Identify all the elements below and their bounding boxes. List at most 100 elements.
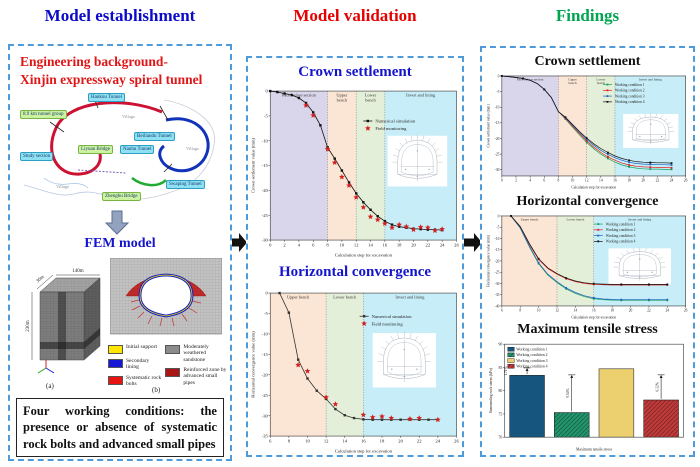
fem-legend-swatch bbox=[165, 345, 181, 354]
svg-text:Working condition 2: Working condition 2 bbox=[615, 89, 645, 93]
svg-text:Working condition 3: Working condition 3 bbox=[516, 359, 547, 363]
svg-text:Upper: Upper bbox=[568, 77, 577, 81]
svg-text:Working condition 3: Working condition 3 bbox=[615, 94, 645, 98]
svg-text:10: 10 bbox=[537, 309, 541, 313]
svg-text:Lower: Lower bbox=[365, 93, 377, 98]
svg-text:-15: -15 bbox=[495, 121, 500, 125]
svg-text:Surrounding rock stress (kPa): Surrounding rock stress (kPa) bbox=[489, 367, 493, 413]
svg-text:0: 0 bbox=[498, 214, 500, 218]
svg-text:14: 14 bbox=[574, 309, 578, 313]
svg-text:-25: -25 bbox=[262, 213, 269, 218]
findings-crown-settlement-heading: Crown settlement bbox=[534, 54, 641, 69]
svg-text:-15: -15 bbox=[495, 248, 500, 252]
svg-text:80: 80 bbox=[499, 389, 503, 393]
svg-text:12: 12 bbox=[585, 179, 589, 183]
flow-arrow-2 bbox=[463, 233, 482, 252]
engineering-background-title: Engineering background- Xinjin expresswa… bbox=[20, 53, 202, 88]
svg-text:-25: -25 bbox=[262, 393, 269, 398]
svg-text:24: 24 bbox=[665, 309, 669, 313]
svg-text:Calculation step for excavatio: Calculation step for excavation bbox=[335, 449, 393, 454]
svg-text:20: 20 bbox=[641, 179, 645, 183]
svg-text:Invert and lining: Invert and lining bbox=[639, 77, 662, 81]
svg-text:24: 24 bbox=[436, 439, 441, 444]
fem-legend-item: Secondary lining bbox=[108, 358, 161, 371]
svg-text:Lower: Lower bbox=[596, 77, 606, 81]
svg-text:Horizontal convergence value (: Horizontal convergence value (mm) bbox=[251, 331, 256, 398]
svg-text:2: 2 bbox=[515, 179, 517, 183]
svg-text:-5: -5 bbox=[496, 90, 499, 94]
working-conditions-note: Four working conditions: the presence or… bbox=[16, 398, 224, 457]
svg-text:-25: -25 bbox=[495, 271, 500, 275]
svg-text:-10: -10 bbox=[495, 106, 500, 110]
svg-text:Upper bench: Upper bench bbox=[521, 217, 539, 221]
svg-text:Numerical simulation: Numerical simulation bbox=[372, 314, 413, 319]
header-model-validation: Model validation bbox=[293, 6, 417, 25]
svg-text:Calculation step for excavatio: Calculation step for excavation bbox=[571, 316, 616, 320]
svg-text:-5: -5 bbox=[264, 311, 269, 316]
svg-text:Face before section: Face before section bbox=[517, 77, 544, 81]
svg-text:24: 24 bbox=[440, 243, 445, 248]
svg-text:-5: -5 bbox=[264, 114, 269, 119]
svg-text:-10: -10 bbox=[262, 138, 269, 143]
svg-text:22: 22 bbox=[417, 439, 422, 444]
fem-legend-label: Moderately weathered sandstone bbox=[183, 344, 209, 363]
svg-text:Working condition 2: Working condition 2 bbox=[516, 353, 547, 357]
svg-text:Working condition 4: Working condition 4 bbox=[615, 100, 645, 104]
svg-text:75: 75 bbox=[499, 412, 503, 416]
svg-text:8: 8 bbox=[558, 179, 560, 183]
svg-text:-30: -30 bbox=[495, 282, 500, 286]
svg-text:0: 0 bbox=[269, 243, 272, 248]
map-label-chip: Study section bbox=[20, 152, 54, 162]
fem-legend-item: Systematic rock bolts bbox=[108, 375, 161, 388]
svg-text:18: 18 bbox=[397, 243, 402, 248]
svg-text:Working condition 4: Working condition 4 bbox=[516, 365, 547, 369]
map-label-chip: Village bbox=[186, 146, 199, 151]
svg-text:-5: -5 bbox=[496, 226, 499, 230]
svg-text:4: 4 bbox=[529, 179, 531, 183]
map-label-chip: Nanhu Tunnel bbox=[120, 145, 155, 155]
fem-legend-label: Reinforced zone by advanced small pipes bbox=[183, 366, 227, 386]
svg-text:Field monitoring: Field monitoring bbox=[375, 126, 407, 131]
svg-text:Working condition 3: Working condition 3 bbox=[606, 234, 636, 238]
fem-3d-model: 230m 140m 30m bbox=[26, 269, 101, 374]
svg-text:Working condition 1: Working condition 1 bbox=[516, 347, 547, 351]
svg-text:Working condition 1: Working condition 1 bbox=[606, 222, 636, 226]
svg-text:-25: -25 bbox=[495, 152, 500, 156]
svg-text:Field monitoring: Field monitoring bbox=[372, 321, 404, 326]
svg-text:14: 14 bbox=[368, 243, 373, 248]
horizontal-convergence-heading: Horizontal convergence bbox=[278, 264, 432, 280]
svg-text:14: 14 bbox=[342, 439, 347, 444]
svg-text:16: 16 bbox=[361, 439, 366, 444]
svg-text:Invert and lining: Invert and lining bbox=[628, 217, 651, 221]
svg-text:-30: -30 bbox=[262, 413, 269, 418]
svg-text:20: 20 bbox=[629, 309, 633, 313]
svg-text:Numerical simulation: Numerical simulation bbox=[375, 119, 416, 124]
map-label-chip: Village bbox=[56, 184, 69, 189]
fem-cross-section bbox=[110, 258, 222, 335]
subfigure-a-label: (a) bbox=[46, 382, 54, 390]
engineering-background-line1: Engineering background- bbox=[20, 54, 168, 69]
svg-text:12: 12 bbox=[324, 439, 329, 444]
fem-legend-swatch bbox=[165, 367, 181, 377]
svg-text:-15: -15 bbox=[262, 163, 269, 168]
svg-text:0: 0 bbox=[266, 89, 269, 94]
svg-text:6: 6 bbox=[543, 179, 545, 183]
svg-text:18: 18 bbox=[380, 439, 385, 444]
fem-legend-swatch bbox=[108, 375, 123, 385]
map-label-chip: Zhenghu Bridge bbox=[102, 192, 141, 202]
svg-text:6: 6 bbox=[269, 439, 272, 444]
svg-text:26: 26 bbox=[684, 179, 688, 183]
svg-text:18: 18 bbox=[610, 309, 614, 313]
header-findings: Findings bbox=[555, 6, 620, 25]
svg-text:-20: -20 bbox=[495, 137, 500, 141]
svg-text:bench: bench bbox=[337, 97, 348, 102]
svg-text:-30: -30 bbox=[495, 168, 500, 172]
fem-legend-label: Secondary lining bbox=[126, 358, 150, 371]
map-label-chip: Hankou Tunnel bbox=[88, 93, 125, 103]
